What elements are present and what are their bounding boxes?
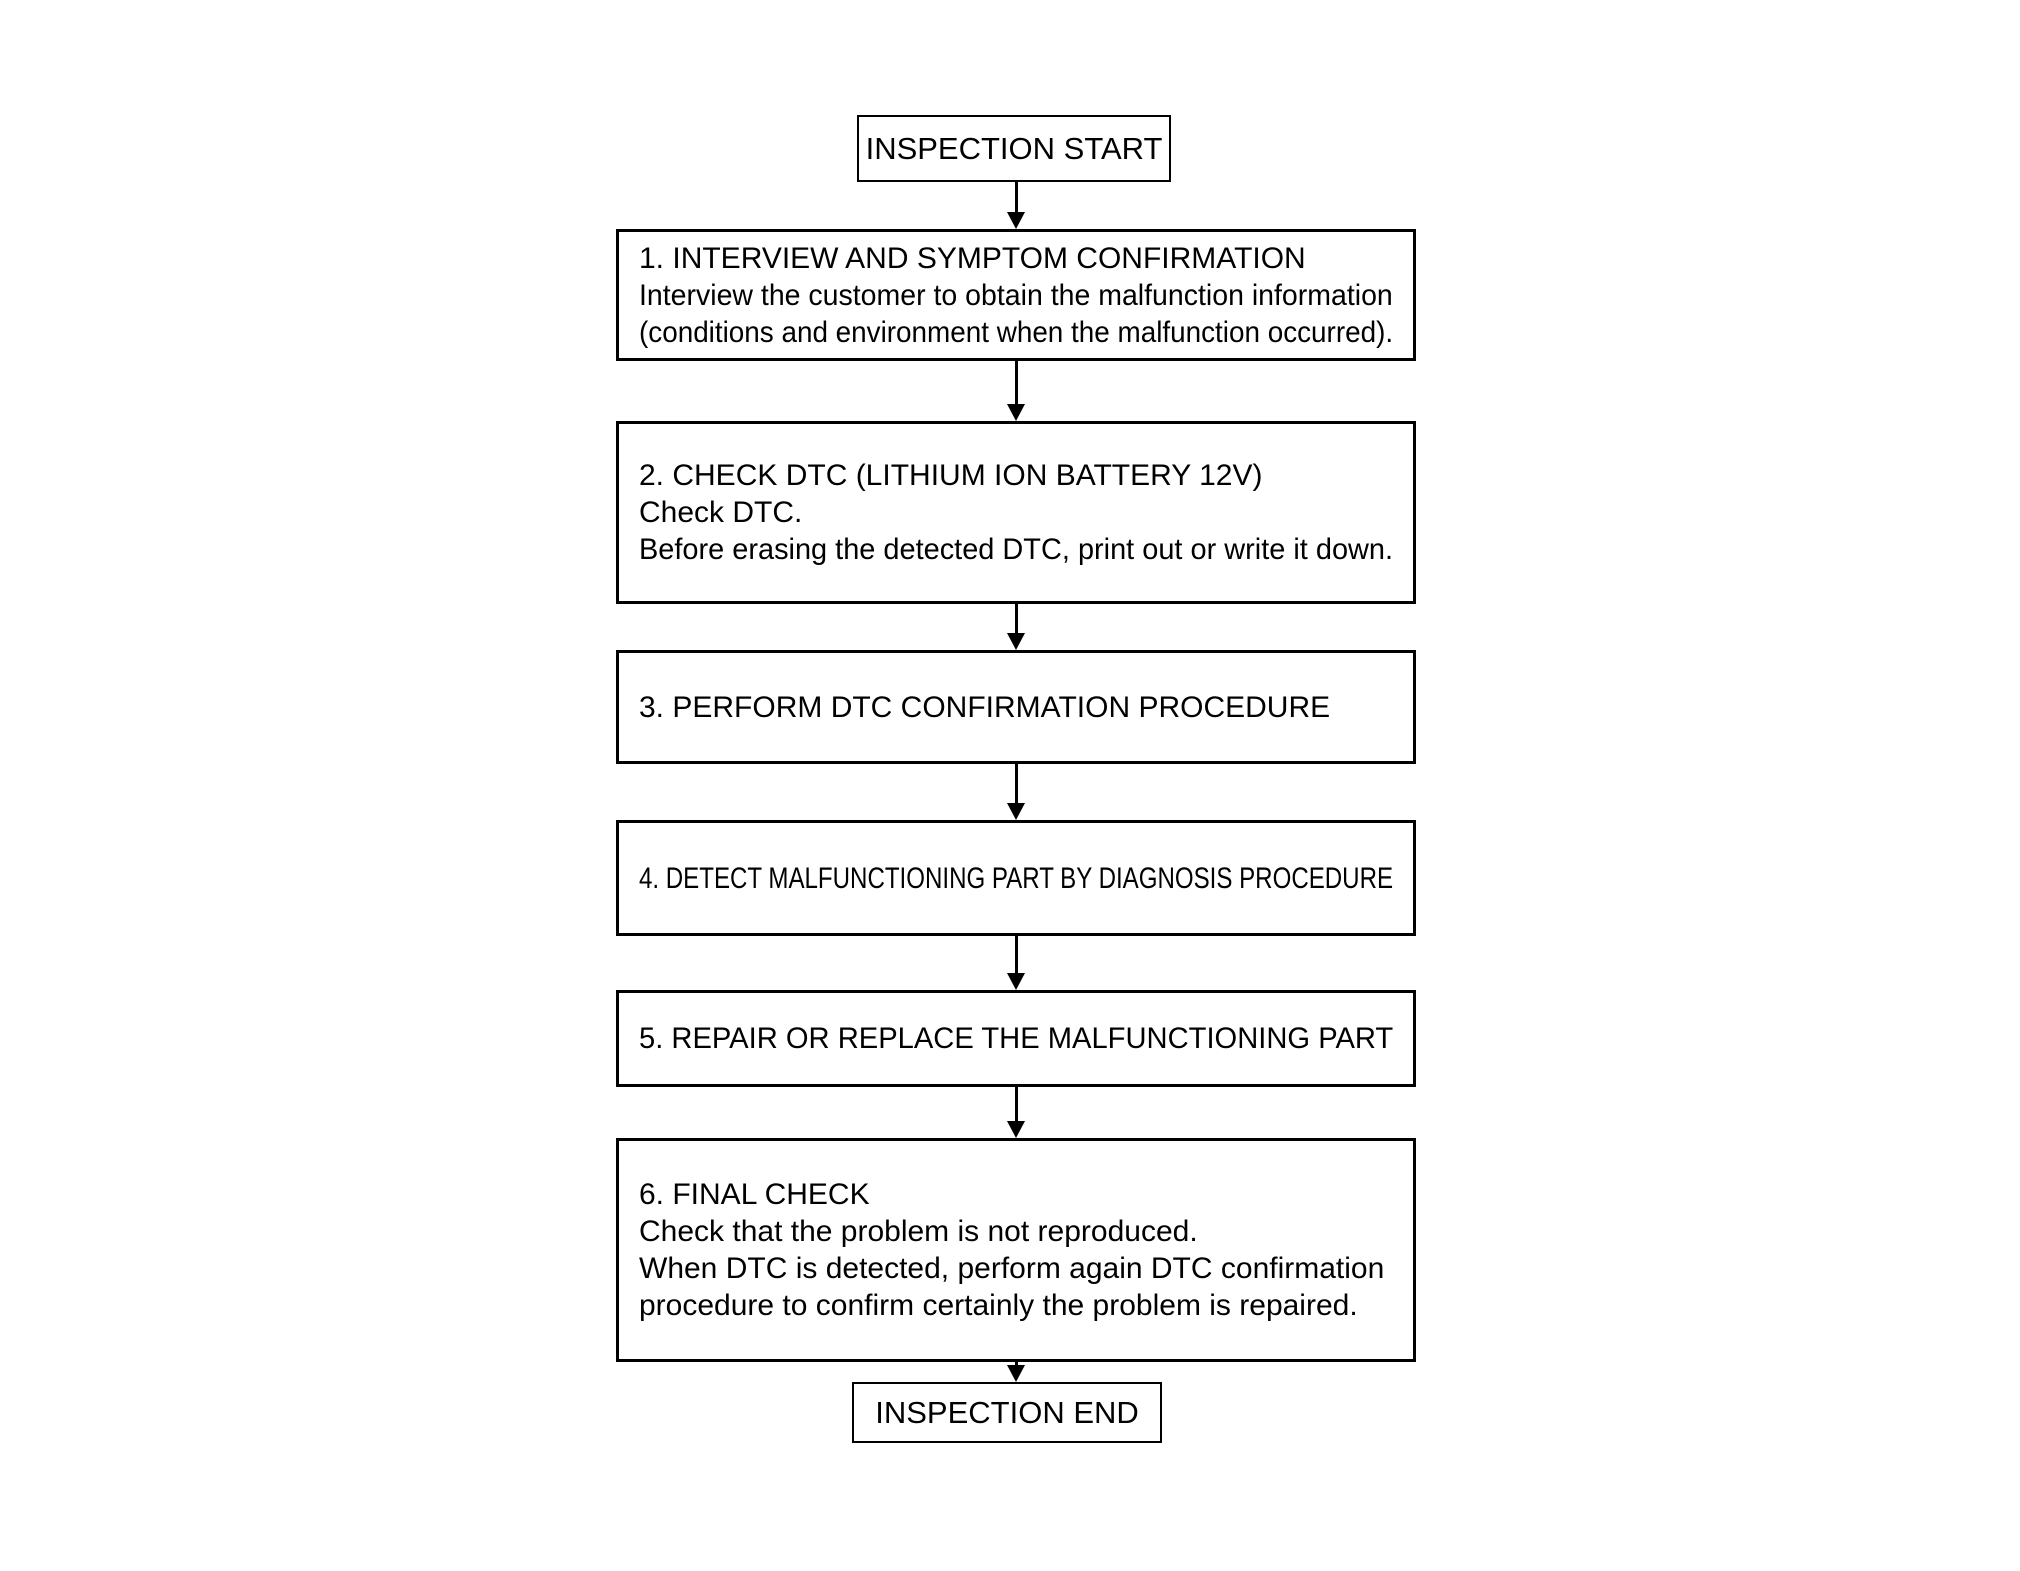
step-6-text: 6. FINAL CHECK Check that the problem is… <box>619 1176 1413 1324</box>
step-6-line: When DTC is detected, perform again DTC … <box>639 1252 1385 1285</box>
arrow-shaft <box>1014 1362 1018 1365</box>
step-4-text: 4. DETECT MALFUNCTIONING PART BY DIAGNOS… <box>619 860 1413 897</box>
step-4-title: 4. DETECT MALFUNCTIONING PART BY DIAGNOS… <box>639 861 1394 895</box>
arrow-head-down-icon <box>1007 212 1025 229</box>
start-node-label: INSPECTION START <box>865 130 1163 166</box>
arrow-shaft <box>1014 1087 1018 1121</box>
flow-arrow-6 <box>1007 1087 1025 1138</box>
step-box-6: 6. FINAL CHECK Check that the problem is… <box>616 1138 1416 1362</box>
step-5-title: 5. REPAIR OR REPLACE THE MALFUNCTIONING … <box>639 1022 1394 1055</box>
step-1-title: 1. INTERVIEW AND SYMPTOM CONFIRMATION <box>639 241 1306 275</box>
flow-arrow-2 <box>1007 361 1025 421</box>
flow-arrow-4 <box>1007 764 1025 820</box>
end-node: INSPECTION END <box>852 1382 1162 1443</box>
step-5-text: 5. REPAIR OR REPLACE THE MALFUNCTIONING … <box>619 1020 1413 1057</box>
arrow-head-down-icon <box>1007 1121 1025 1138</box>
flow-arrow-1 <box>1007 182 1025 229</box>
arrow-head-down-icon <box>1007 633 1025 650</box>
step-6-line: Check that the problem is not reproduced… <box>639 1215 1198 1248</box>
arrow-head-down-icon <box>1007 1365 1025 1382</box>
start-node: INSPECTION START <box>857 115 1171 182</box>
end-node-label: INSPECTION END <box>875 1394 1139 1430</box>
flow-arrow-3 <box>1007 604 1025 650</box>
step-2-text: 2. CHECK DTC (LITHIUM ION BATTERY 12V) C… <box>619 457 1413 568</box>
step-1-line: (conditions and environment when the mal… <box>639 315 1394 349</box>
step-box-4: 4. DETECT MALFUNCTIONING PART BY DIAGNOS… <box>616 820 1416 936</box>
step-3-title: 3. PERFORM DTC CONFIRMATION PROCEDURE <box>639 690 1331 724</box>
step-box-5: 5. REPAIR OR REPLACE THE MALFUNCTIONING … <box>616 990 1416 1087</box>
step-2-title: 2. CHECK DTC (LITHIUM ION BATTERY 12V) <box>639 459 1263 492</box>
arrow-shaft <box>1014 604 1018 633</box>
arrow-head-down-icon <box>1007 404 1025 421</box>
flow-arrow-7 <box>1007 1362 1025 1382</box>
step-1-text: 1. INTERVIEW AND SYMPTOM CONFIRMATION In… <box>619 240 1413 351</box>
step-3-text: 3. PERFORM DTC CONFIRMATION PROCEDURE <box>619 689 1413 726</box>
step-2-line: Before erasing the detected DTC, print o… <box>639 533 1394 566</box>
step-box-2: 2. CHECK DTC (LITHIUM ION BATTERY 12V) C… <box>616 421 1416 604</box>
arrow-shaft <box>1014 182 1018 212</box>
arrow-head-down-icon <box>1007 973 1025 990</box>
step-6-title: 6. FINAL CHECK <box>639 1178 870 1211</box>
arrow-shaft <box>1014 764 1018 803</box>
arrow-shaft <box>1014 936 1018 973</box>
arrow-head-down-icon <box>1007 803 1025 820</box>
step-6-line: procedure to confirm certainly the probl… <box>639 1289 1358 1322</box>
arrow-shaft <box>1014 361 1018 404</box>
step-box-1: 1. INTERVIEW AND SYMPTOM CONFIRMATION In… <box>616 229 1416 361</box>
step-box-3: 3. PERFORM DTC CONFIRMATION PROCEDURE <box>616 650 1416 764</box>
step-1-line: Interview the customer to obtain the mal… <box>639 278 1393 312</box>
flow-arrow-5 <box>1007 936 1025 990</box>
step-2-line: Check DTC. <box>639 496 803 529</box>
